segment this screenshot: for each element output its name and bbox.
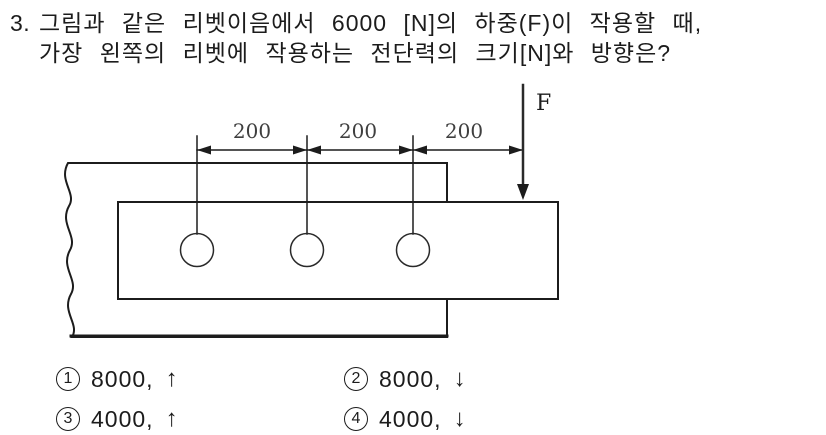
- front-plate: [117, 201, 559, 300]
- down-arrow-icon: ↓: [453, 365, 466, 392]
- choice-1[interactable]: 1 8000, ↑: [56, 364, 178, 394]
- choice-2[interactable]: 2 8000, ↓: [344, 364, 466, 394]
- back-plate-outline: [64, 162, 448, 338]
- question-text: 그림과 같은 리벳이음에서 6000 [N]의 하중(F)이 작용할 때, 가장…: [39, 8, 702, 68]
- choice-2-number: 2: [344, 367, 368, 391]
- choice-3-number: 3: [56, 407, 80, 431]
- rivet-circle: [179, 232, 215, 268]
- choice-3-value: 4000,: [91, 405, 154, 432]
- dimension-label: 200: [233, 119, 271, 143]
- question-number: 3.: [10, 10, 31, 36]
- dimension-arrowhead: [399, 145, 413, 155]
- choice-1-number: 1: [56, 367, 80, 391]
- dimension-arrowhead: [413, 145, 427, 155]
- question-block: 3. 그림과 같은 리벳이음에서 6000 [N]의 하중(F)이 작용할 때,…: [10, 8, 702, 68]
- choice-3[interactable]: 3 4000, ↑: [56, 404, 178, 434]
- choice-2-value: 8000,: [379, 365, 442, 392]
- dimension-arrowhead: [307, 145, 321, 155]
- rivet-circle: [395, 232, 431, 268]
- up-arrow-icon: ↑: [165, 365, 178, 392]
- choice-1-value: 8000,: [91, 365, 154, 392]
- dimension-arrowhead: [197, 145, 211, 155]
- dimension-arrowhead: [509, 145, 523, 155]
- force-arrowhead: [517, 184, 529, 200]
- choice-4-value: 4000,: [379, 405, 442, 432]
- question-line-2: 가장 왼쪽의 리벳에 작용하는 전단력의 크기[N]와 방향은?: [39, 40, 672, 66]
- dimension-arrowhead: [293, 145, 307, 155]
- up-arrow-icon: ↑: [165, 405, 178, 432]
- down-arrow-icon: ↓: [453, 405, 466, 432]
- force-label: F: [536, 91, 551, 116]
- rivet-circle: [289, 232, 325, 268]
- choice-4[interactable]: 4 4000, ↓: [344, 404, 466, 434]
- dimension-label: 200: [445, 119, 483, 143]
- dimension-label: 200: [339, 119, 377, 143]
- question-line-1: 그림과 같은 리벳이음에서 6000 [N]의 하중(F)이 작용할 때,: [39, 10, 703, 36]
- choice-4-number: 4: [344, 407, 368, 431]
